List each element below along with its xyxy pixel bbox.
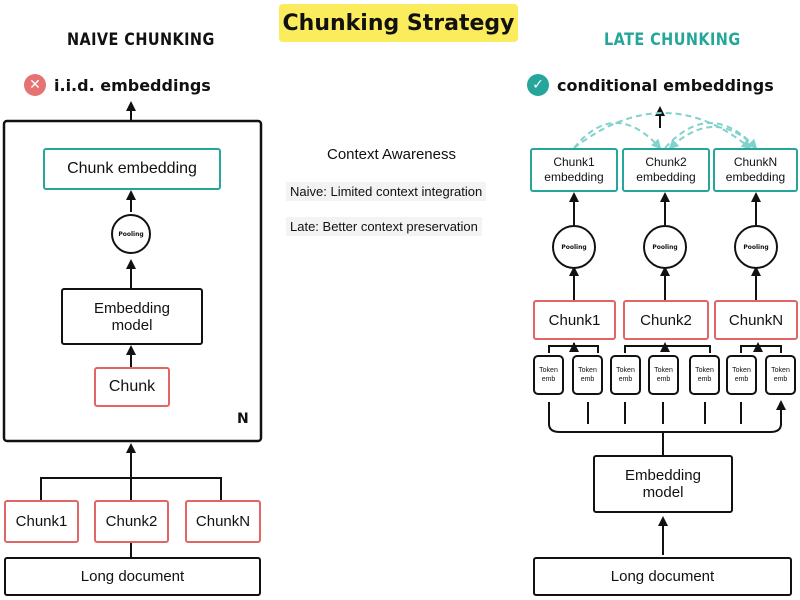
late-token-emb-2: Token emb <box>572 355 603 395</box>
late-context-curve-3 <box>668 126 757 150</box>
naive-heading: NAIVE CHUNKING <box>67 30 215 50</box>
x-circle-icon: ✕ <box>24 74 46 96</box>
late-token-emb-1: Token emb <box>533 355 564 395</box>
page-title: Chunking Strategy <box>279 4 518 42</box>
late-token-fanout <box>548 408 782 455</box>
late-pooling-n: Pooling <box>734 225 778 269</box>
naive-embedding-model: Embedding model <box>61 288 203 345</box>
late-embedding-model: Embedding model <box>593 455 733 513</box>
late-long-document: Long document <box>533 557 792 596</box>
late-status: ✓ conditional embeddings <box>527 74 774 96</box>
late-token-emb-3: Token emb <box>610 355 641 395</box>
naive-repeat-frame <box>2 119 263 443</box>
context-late-note: Late: Better context preservation <box>286 217 482 236</box>
late-token-emb-7: Token emb <box>765 355 796 395</box>
late-pooling-2: Pooling <box>643 225 687 269</box>
late-context-curve-4 <box>573 112 752 150</box>
naive-pooling: Pooling <box>111 214 151 254</box>
late-chunk-n: ChunkN <box>714 300 798 340</box>
late-token-emb-6: Token emb <box>726 355 757 395</box>
late-token-arrows <box>548 402 781 412</box>
late-status-label: conditional embeddings <box>557 75 774 95</box>
late-chunk-embedding-2: Chunk2 embedding <box>622 148 710 192</box>
late-token-emb-4: Token emb <box>648 355 679 395</box>
late-token-bracket-N <box>740 345 782 353</box>
naive-status-label: i.i.d. embeddings <box>54 75 211 95</box>
context-heading: Context Awareness <box>327 146 456 163</box>
naive-chunk-2: Chunk2 <box>94 500 169 543</box>
naive-chunk: Chunk <box>94 367 170 407</box>
naive-status: ✕ i.i.d. embeddings <box>24 74 211 96</box>
check-circle-icon: ✓ <box>527 74 549 96</box>
late-chunk-2: Chunk2 <box>623 300 709 340</box>
naive-repeat-label: N <box>237 411 249 427</box>
naive-chunk-1: Chunk1 <box>4 500 79 543</box>
late-chunk-1: Chunk1 <box>533 300 616 340</box>
naive-chunk-merge-lines <box>40 477 222 500</box>
naive-chunk-n: ChunkN <box>185 500 261 543</box>
late-context-curve-1 <box>573 122 662 150</box>
context-naive-note: Naive: Limited context integration <box>286 182 487 201</box>
late-chunk-embedding-n: ChunkN embedding <box>713 148 798 192</box>
late-token-emb-5: Token emb <box>689 355 720 395</box>
late-heading: LATE CHUNKING <box>604 30 741 50</box>
naive-chunk-embedding: Chunk embedding <box>43 148 221 190</box>
late-chunk-embedding-1: Chunk1 embedding <box>530 148 618 192</box>
late-pooling-1: Pooling <box>552 225 596 269</box>
late-token-bracket-2 <box>624 345 711 353</box>
naive-long-document: Long document <box>4 557 261 596</box>
